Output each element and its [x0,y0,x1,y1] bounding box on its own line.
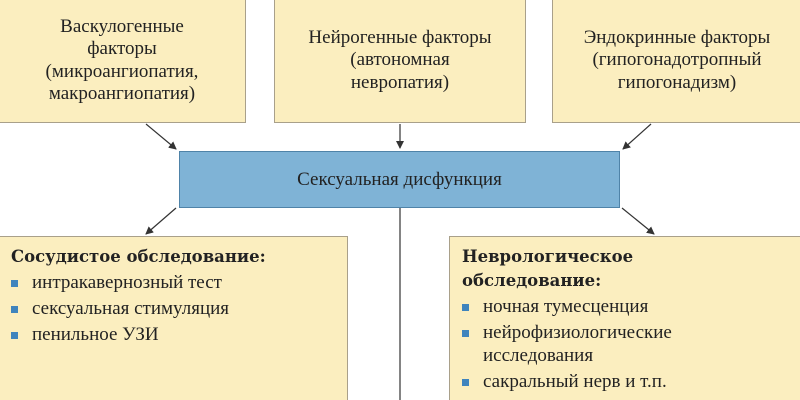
list-item-text: пенильное УЗИ [32,324,159,345]
arrow-endocrine-to-dysfunction [622,123,652,150]
square-bullet-icon [462,379,469,386]
factor-box-vascular: Васкулогенные факторы (микроангиопатия, … [0,0,246,123]
factor-label-vascular: Васкулогенные факторы (микроангиопатия, … [45,15,199,105]
square-bullet-icon [462,330,469,337]
exam-box-vascular: Сосудистое обследование: интракавернозны… [0,236,348,400]
list-item: сакральный нерв и т.п. [462,370,791,393]
exam-box-neurological: Неврологическое обследование: ночная тум… [449,236,800,400]
list-item-text: интракавернозный тест [32,272,222,293]
square-bullet-icon [11,306,18,313]
factor-label-neurogenic: Нейрогенные факторы (автономная невропат… [308,26,492,93]
exam-list-neurological: ночная тумесценция нейрофизиологические … [460,295,791,393]
square-bullet-icon [462,304,469,311]
list-item: нейрофизиологические исследования [462,321,791,367]
list-item-text: ночная тумесценция [483,296,649,317]
factor-box-endocrine: Эндокринные факторы (гипогонадотропный г… [552,0,800,123]
square-bullet-icon [11,280,18,287]
list-item-text: нейрофизиологические исследования [483,322,672,366]
factor-label-endocrine: Эндокринные факторы (гипогонадотропный г… [583,26,771,93]
list-item: сексуальная стимуляция [11,297,337,320]
list-item-text: сакральный нерв и т.п. [483,371,667,392]
list-item-text: сексуальная стимуляция [32,298,230,319]
factor-box-neurogenic: Нейрогенные факторы (автономная невропат… [274,0,526,123]
list-item: ночная тумесценция [462,295,791,318]
central-label: Сексуальная дисфункция [297,168,502,190]
square-bullet-icon [11,332,18,339]
arrow-dysfunction-to-neuro-exam [621,207,655,235]
central-box-sexual-dysfunction: Сексуальная дисфункция [179,151,620,208]
exam-title-neurological: Неврологическое обследование: [462,247,634,290]
arrow-vascular-to-dysfunction [145,123,177,150]
list-item: интракавернозный тест [11,271,337,294]
exam-title-vascular: Сосудистое обследование: [11,247,266,266]
exam-list-vascular: интракавернозный тест сексуальная стимул… [9,271,337,346]
list-item: пенильное УЗИ [11,323,337,346]
arrow-dysfunction-to-vascular-exam [145,207,177,235]
